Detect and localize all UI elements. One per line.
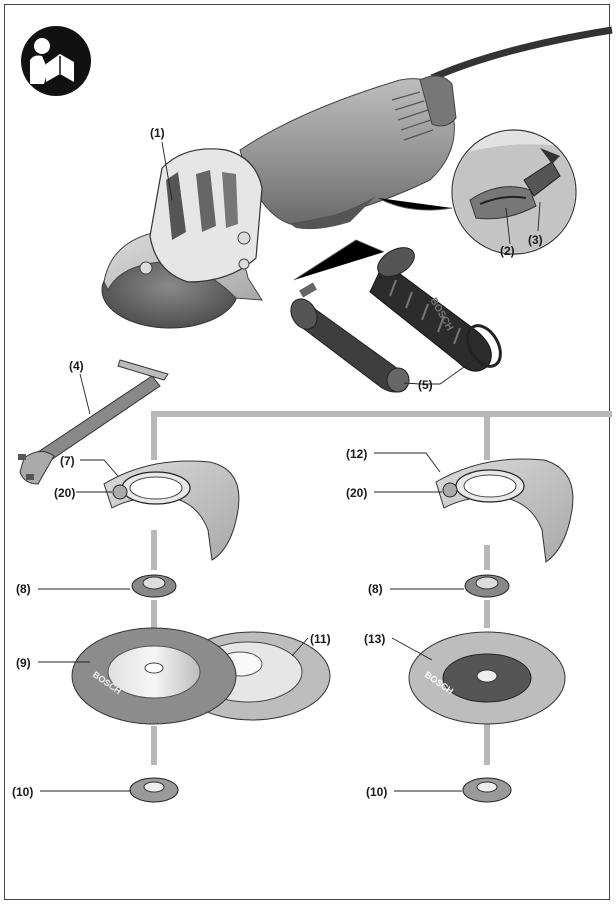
label-7: (7) bbox=[60, 454, 75, 468]
label-2: (2) bbox=[500, 244, 515, 258]
label-4: (4) bbox=[69, 359, 84, 373]
grinding-disc-left: BOSCH bbox=[71, 627, 237, 725]
label-10-right: (10) bbox=[366, 785, 387, 799]
label-5: (5) bbox=[418, 378, 433, 392]
clamping-nut-right bbox=[462, 777, 512, 803]
label-20-right: (20) bbox=[346, 486, 367, 500]
part-labels: (1) (2) (3) (4) (5) (7) (20) (8) (9) (11… bbox=[12, 126, 543, 799]
mounting-flange-left bbox=[131, 574, 177, 598]
label-12: (12) bbox=[346, 447, 367, 461]
power-cord bbox=[430, 26, 613, 82]
protection-guard-right bbox=[435, 458, 574, 563]
read-manual-icon bbox=[21, 26, 91, 96]
assembly-guide-lines bbox=[151, 411, 612, 765]
label-10-left: (10) bbox=[12, 785, 33, 799]
switch-detail-inset bbox=[377, 129, 577, 255]
mounting-flange-right bbox=[464, 574, 510, 598]
label-11: (11) bbox=[310, 632, 331, 646]
cutting-disc-right: BOSCH bbox=[408, 631, 566, 725]
handle-dash-link bbox=[293, 239, 385, 281]
figure-frame bbox=[4, 4, 610, 900]
label-8-left: (8) bbox=[16, 582, 31, 596]
label-8-right: (8) bbox=[368, 582, 383, 596]
angle-grinder bbox=[101, 75, 457, 329]
label-1: (1) bbox=[150, 126, 165, 140]
auxiliary-handle-vibration-control: BOSCH bbox=[369, 247, 502, 372]
label-3: (3) bbox=[528, 233, 543, 247]
label-13: (13) bbox=[364, 632, 385, 646]
label-20-left: (20) bbox=[54, 486, 75, 500]
protection-guard-left bbox=[103, 460, 240, 561]
label-9: (9) bbox=[16, 656, 31, 670]
leader-lines bbox=[38, 141, 541, 792]
auxiliary-handle-standard bbox=[290, 282, 410, 393]
two-pin-spanner-wrench bbox=[18, 359, 169, 485]
clamping-nut-left bbox=[129, 777, 179, 803]
